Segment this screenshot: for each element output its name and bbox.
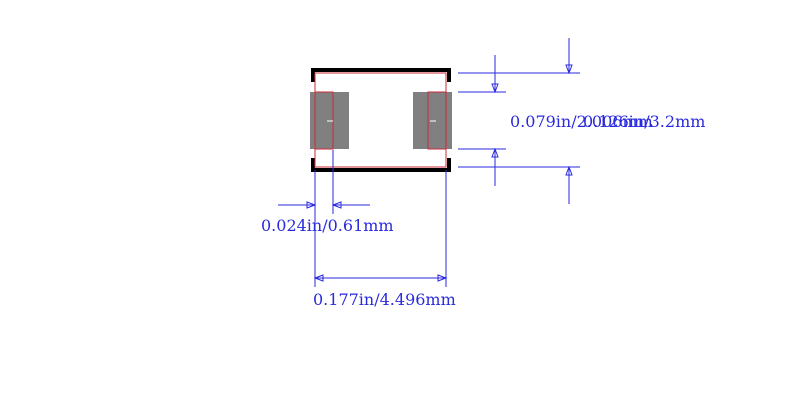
overall-length-label: 0.177in/4.496mm — [313, 290, 456, 309]
overall-height-label: 0.126in/3.2mm — [583, 112, 705, 131]
dimension-lines — [278, 38, 580, 287]
pad-width-label: 0.024in/0.61mm — [261, 216, 394, 235]
body-outline — [311, 68, 451, 172]
dimension-arrows — [306, 64, 573, 282]
pad-gap-label: 0.079in/2.006mm — [510, 112, 653, 131]
